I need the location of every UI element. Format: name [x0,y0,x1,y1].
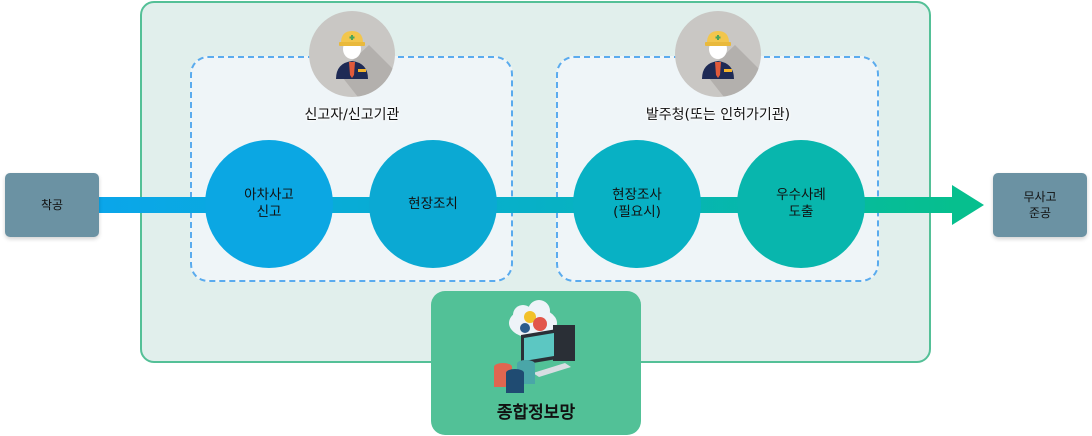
construction-manager-icon [675,11,761,97]
flow-arrow-head [952,185,984,225]
start-node-construction-start: 착공 [5,173,99,237]
construction-manager-icon [309,11,395,97]
cloud-computer-database-icon [494,300,575,393]
end-node-accident-free-completion: 무사고 준공 [993,173,1087,237]
step-best-practice-derivation: 우수사례 도출 [737,140,865,268]
reporter-group-title: 신고자/신고기관 [304,107,400,123]
step-site-action: 현장조치 [369,140,497,268]
step-site-investigation: 현장조사 (필요시) [573,140,701,268]
integrated-info-network-label: 종합정보망 [496,403,576,423]
client-agency-group-title: 발주청(또는 인허가기관) [645,107,791,123]
step-near-miss-report: 아차사고 신고 [205,140,333,268]
